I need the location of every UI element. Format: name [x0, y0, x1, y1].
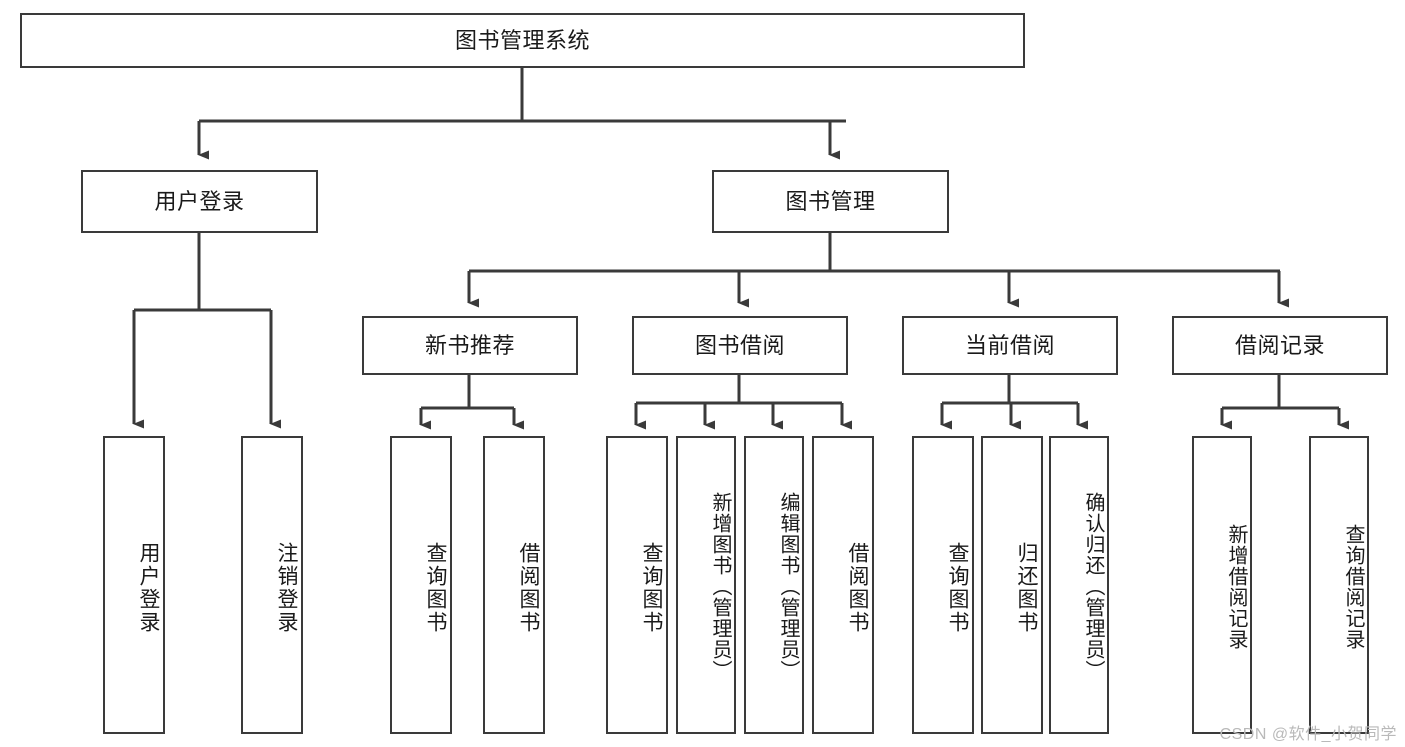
- leaf-record-add-borrow-record[interactable]: 新增借阅记录: [1192, 436, 1252, 734]
- leaf-user-login-signin[interactable]: 用户登录: [103, 436, 165, 734]
- leaf-book-borrow-edit-book-admin[interactable]: 编辑图书（管理员）: [744, 436, 804, 734]
- leaf-book-borrow-borrow-books[interactable]: 借阅图书: [812, 436, 874, 734]
- node-root-book-management-system[interactable]: 图书管理系统: [20, 13, 1025, 68]
- leaf-user-login-signout[interactable]: 注销登录: [241, 436, 303, 734]
- node-borrowing-records[interactable]: 借阅记录: [1172, 316, 1388, 375]
- leaf-new-book-borrow-books[interactable]: 借阅图书: [483, 436, 545, 734]
- node-user-login[interactable]: 用户登录: [81, 170, 318, 233]
- node-current-borrowing[interactable]: 当前借阅: [902, 316, 1118, 375]
- node-book-borrowing[interactable]: 图书借阅: [632, 316, 848, 375]
- leaf-current-borrow-return-books[interactable]: 归还图书: [981, 436, 1043, 734]
- leaf-current-borrow-confirm-return-admin[interactable]: 确认归还（管理员）: [1049, 436, 1109, 734]
- leaf-book-borrow-add-book-admin[interactable]: 新增图书（管理员）: [676, 436, 736, 734]
- leaf-new-book-query-books[interactable]: 查询图书: [390, 436, 452, 734]
- node-new-book-recommendation[interactable]: 新书推荐: [362, 316, 578, 375]
- leaf-record-query-borrow-record[interactable]: 查询借阅记录: [1309, 436, 1369, 734]
- leaf-book-borrow-query-books[interactable]: 查询图书: [606, 436, 668, 734]
- node-book-management[interactable]: 图书管理: [712, 170, 949, 233]
- leaf-current-borrow-query-books[interactable]: 查询图书: [912, 436, 974, 734]
